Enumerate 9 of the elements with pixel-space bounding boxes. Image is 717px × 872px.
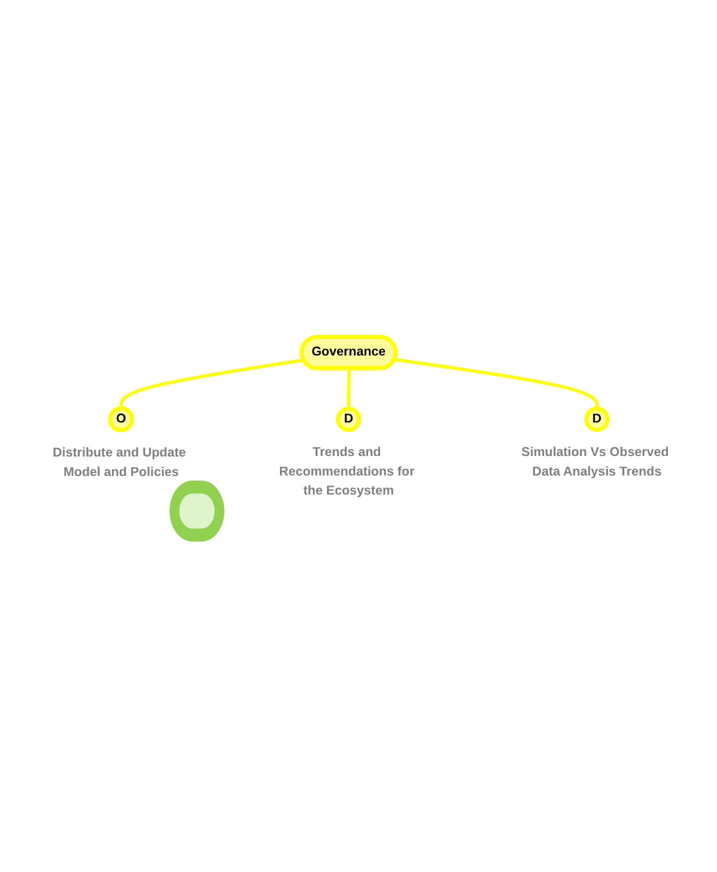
node-circle: O xyxy=(108,406,134,432)
node-label: Trends and Recommendations for the Ecosystem xyxy=(278,446,414,498)
connector xyxy=(394,358,598,409)
node-circle: D xyxy=(584,406,610,432)
node-circle: D xyxy=(335,406,361,432)
connector xyxy=(346,368,350,409)
node-label: Distribute and Update Model and Policies xyxy=(52,446,186,480)
connector xyxy=(119,358,304,408)
node-label: Simulation Vs Observed Data Analysis Trends xyxy=(520,446,668,479)
